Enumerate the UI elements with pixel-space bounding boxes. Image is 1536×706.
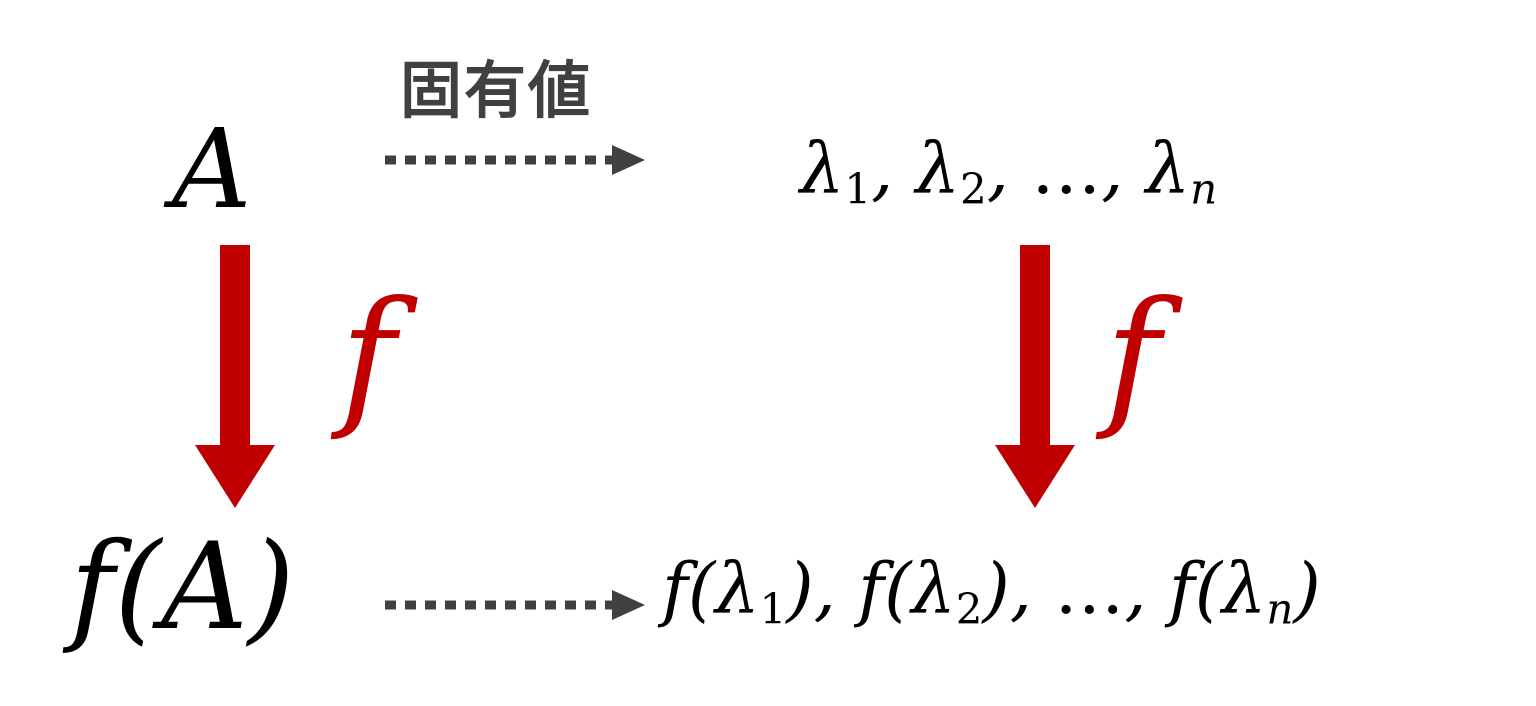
dotted-arrow-top bbox=[385, 145, 645, 175]
eigenvalue-label: 固有値 bbox=[400, 54, 593, 127]
matrix-a: A bbox=[172, 105, 252, 233]
red-arrow-left bbox=[195, 245, 275, 508]
f-of-eigenvalue-list: f(λ1), f(λ2), …, f(λn) bbox=[662, 548, 1321, 634]
red-arrow-right bbox=[995, 245, 1075, 508]
f-of-matrix: f(A) bbox=[70, 518, 295, 657]
dotted-arrow-bottom bbox=[385, 590, 645, 620]
function-f-left: f bbox=[340, 270, 396, 444]
function-f-right: f bbox=[1105, 270, 1161, 444]
eigenvalue-list: λ1, λ2, …, λn bbox=[800, 128, 1218, 214]
